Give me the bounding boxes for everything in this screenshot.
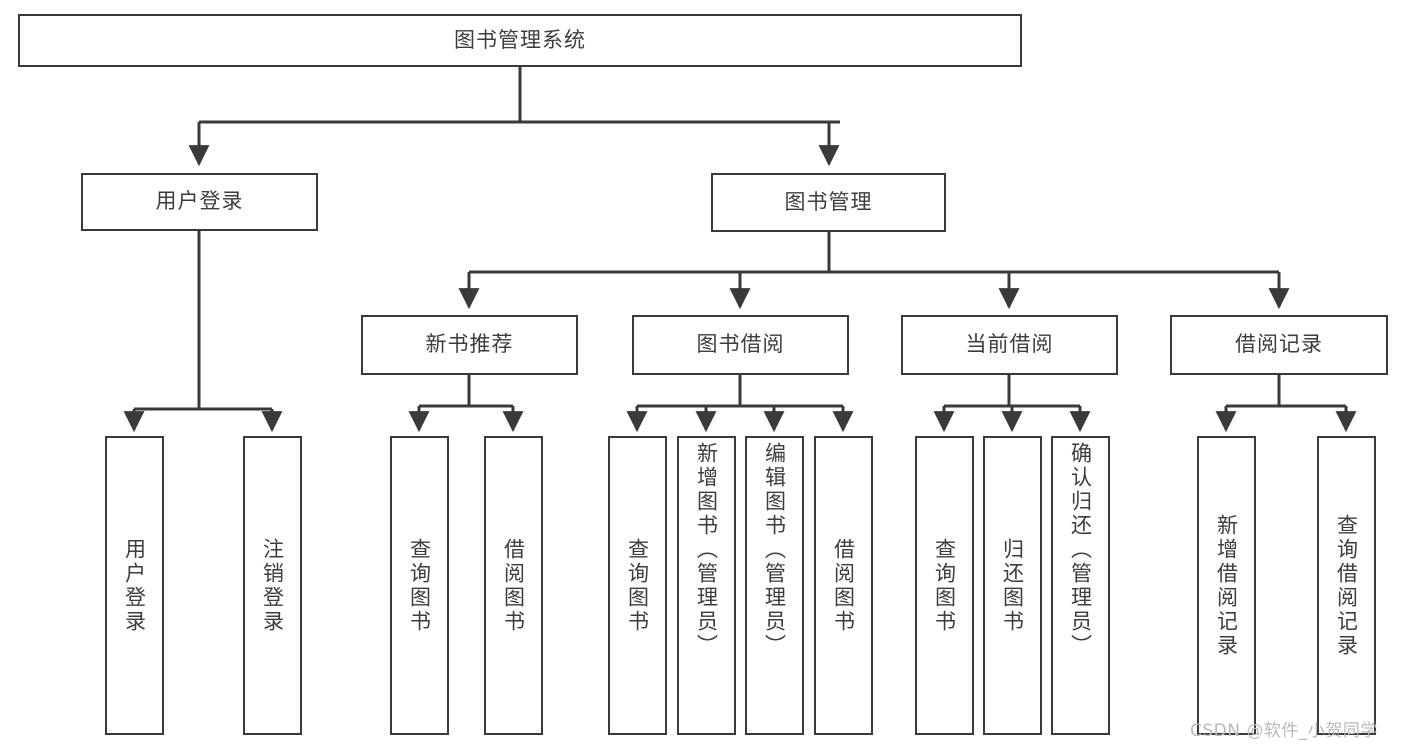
leaf-current-confirm-return-admin[interactable]: 确认归还（管理员）: [1051, 436, 1110, 735]
node-label: 借阅图书: [831, 537, 856, 634]
node-label: 查询图书: [932, 537, 957, 634]
node-label: 用户登录: [122, 537, 147, 634]
node-book-management-system[interactable]: 图书管理系统: [18, 14, 1022, 67]
leaf-new-book-query[interactable]: 查询图书: [390, 436, 449, 735]
node-label: 查询图书: [625, 537, 650, 634]
node-book-management[interactable]: 图书管理: [711, 173, 946, 232]
node-label: 图书管理: [784, 189, 873, 214]
csdn-watermark: CSDN @软件_小贺同学: [1190, 721, 1378, 741]
node-borrow-record[interactable]: 借阅记录: [1170, 315, 1388, 375]
node-label: 归还图书: [1000, 537, 1025, 634]
leaf-borrow-borrow-book[interactable]: 借阅图书: [814, 436, 873, 735]
node-label: 编辑图书（管理员）: [762, 442, 787, 658]
node-label: 查询借阅记录: [1334, 513, 1359, 658]
leaf-current-return-book[interactable]: 归还图书: [983, 436, 1042, 735]
node-label: 新书推荐: [425, 332, 514, 357]
node-label: 新增图书（管理员）: [694, 442, 719, 658]
leaf-new-book-borrow[interactable]: 借阅图书: [484, 436, 543, 735]
node-book-borrow[interactable]: 图书借阅: [632, 315, 849, 375]
leaf-borrow-add-book-admin[interactable]: 新增图书（管理员）: [677, 436, 736, 735]
node-label: 用户登录: [155, 189, 244, 214]
leaf-borrow-query-book[interactable]: 查询图书: [608, 436, 667, 735]
leaf-user-login-logout[interactable]: 注销登录: [243, 436, 302, 735]
node-label: 图书管理系统: [454, 27, 586, 52]
leaf-borrow-edit-book-admin[interactable]: 编辑图书（管理员）: [745, 436, 804, 735]
node-current-borrow[interactable]: 当前借阅: [901, 315, 1118, 375]
leaf-user-login-login[interactable]: 用户登录: [105, 436, 164, 735]
node-label: 借阅记录: [1235, 332, 1323, 357]
node-label: 借阅图书: [501, 537, 526, 634]
node-new-book-recommend[interactable]: 新书推荐: [361, 315, 578, 375]
node-label: 图书借阅: [696, 332, 785, 357]
node-label: 确认归还（管理员）: [1068, 442, 1093, 658]
node-user-login[interactable]: 用户登录: [81, 173, 318, 231]
leaf-current-query-book[interactable]: 查询图书: [915, 436, 974, 735]
node-label: 新增借阅记录: [1214, 513, 1239, 658]
node-label: 当前借阅: [965, 332, 1054, 357]
leaf-record-add-record[interactable]: 新增借阅记录: [1197, 436, 1256, 735]
node-label: 查询图书: [407, 537, 432, 634]
node-label: 注销登录: [260, 537, 285, 634]
leaf-record-query-record[interactable]: 查询借阅记录: [1317, 436, 1376, 735]
